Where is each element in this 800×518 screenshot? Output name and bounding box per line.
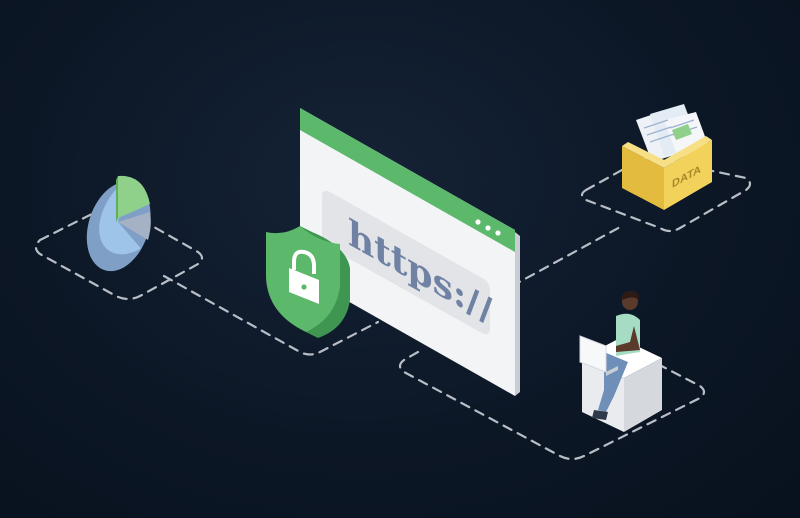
data-platform-path <box>580 156 752 233</box>
person-with-laptop-icon <box>579 290 662 432</box>
box-front-right <box>664 140 712 210</box>
pie-chart-icon <box>86 175 151 272</box>
browser-side <box>515 232 520 396</box>
pie-slice-blue <box>99 177 141 255</box>
box-top-rim <box>622 136 712 168</box>
browser-to-user-path <box>398 350 706 461</box>
data-documents <box>636 104 710 162</box>
laptop-base <box>606 366 618 376</box>
pie-to-shield-path <box>162 274 380 356</box>
browser-window-controls <box>475 219 501 236</box>
person-arm <box>616 326 640 352</box>
browser-header <box>300 108 515 252</box>
seat-cube-right <box>624 358 662 432</box>
browser-address-field[interactable] <box>322 190 490 335</box>
data-folder-box: DATA <box>622 104 712 210</box>
browser-dot-1 <box>475 219 481 225</box>
person-shoe <box>592 410 608 420</box>
pie-slice-green <box>118 175 150 218</box>
browser-dot-2 <box>485 225 491 231</box>
browser-dot-3 <box>495 230 501 236</box>
document-green-tab <box>672 124 692 140</box>
box-front-left <box>622 146 664 210</box>
padlock-icon <box>289 249 319 304</box>
padlock-keyhole <box>301 284 307 290</box>
pie-slice-grey <box>118 212 151 240</box>
pie-slice-green-side <box>116 176 118 222</box>
browser-window: https:// <box>300 108 520 396</box>
browser-to-data-path <box>510 224 624 288</box>
person-hair <box>621 290 640 300</box>
security-shield <box>266 226 350 338</box>
padlock-shackle <box>292 249 316 274</box>
